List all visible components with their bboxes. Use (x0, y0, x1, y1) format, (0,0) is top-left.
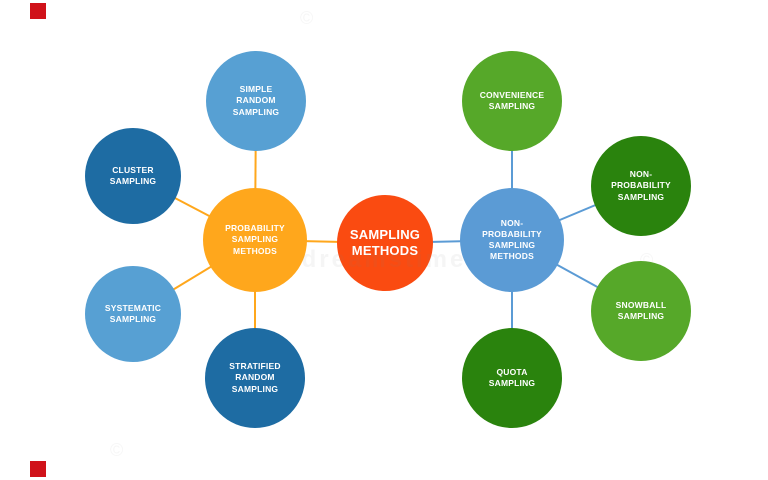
node-quota-sampling: QUOTA SAMPLING (462, 328, 562, 428)
node-non-probability-sampling: NON-PROBABILITY SAMPLING (591, 136, 691, 236)
node-stratified-random-sampling: STRATIFIED RANDOM SAMPLING (205, 328, 305, 428)
node-non-probability-sampling-methods: NON-PROBABILITY SAMPLING METHODS (460, 188, 564, 292)
node-systematic-sampling: SYSTEMATIC SAMPLING (85, 266, 181, 362)
node-snowball-sampling: SNOWBALL SAMPLING (591, 261, 691, 361)
node-convenience-sampling: CONVENIENCE SAMPLING (462, 51, 562, 151)
watermark-logo-mark (30, 461, 46, 477)
node-cluster-sampling: CLUSTER SAMPLING (85, 128, 181, 224)
node-probability-sampling-methods: PROBABILITY SAMPLING METHODS (203, 188, 307, 292)
node-simple-random-sampling: SIMPLE RANDOM SAMPLING (206, 51, 306, 151)
watermark-logo-mark (30, 3, 46, 19)
node-sampling-methods: SAMPLING METHODS (337, 195, 433, 291)
